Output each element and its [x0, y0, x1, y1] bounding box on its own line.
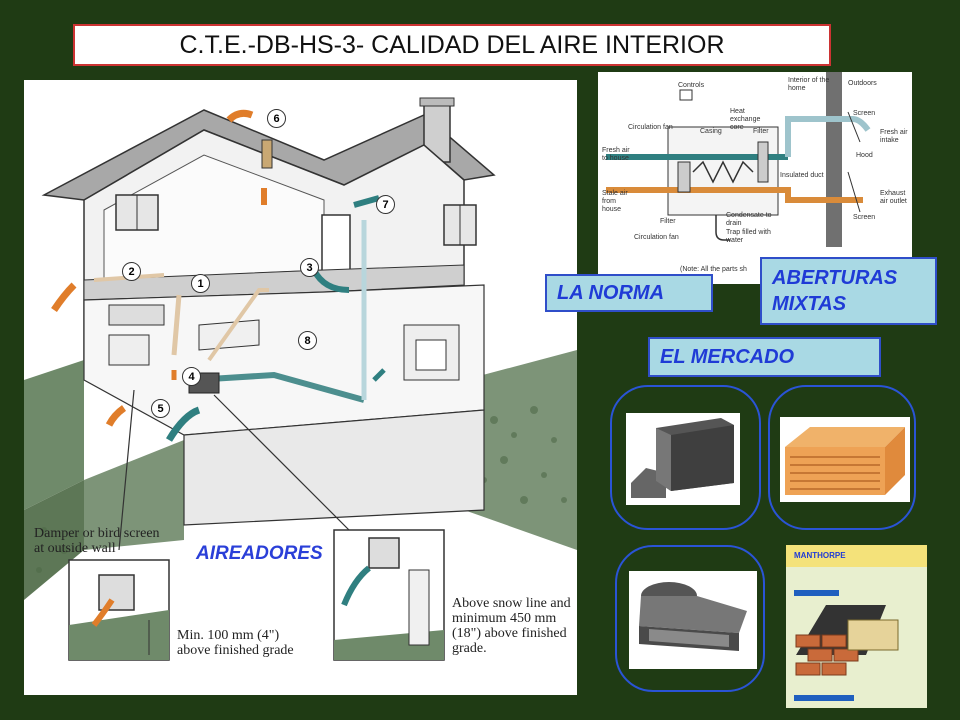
hrv-stale-air-label: Stale air from house	[602, 190, 628, 213]
house-illustration	[24, 97, 577, 661]
hrv-heat-exchange-label: Heat exchange core	[730, 108, 761, 131]
product-duct-adapter	[610, 385, 761, 530]
callout-badge-4: 4	[182, 367, 201, 386]
hrv-hood-label: Hood	[856, 152, 873, 159]
la-norma-label: LA NORMA	[545, 274, 713, 312]
hrv-illustration	[606, 72, 871, 247]
hrv-trap-label: Trap filled with water	[726, 229, 771, 244]
el-mercado-label: EL MERCADO	[648, 337, 881, 377]
aberturas-mixtas-label: ABERTURAS MIXTAS	[760, 257, 937, 325]
callout-badge-5: 5	[151, 399, 170, 418]
hrv-condensate-label: Condensate to drain	[726, 212, 772, 227]
hrv-fresh-intake-label: Fresh air intake	[880, 129, 908, 144]
brochure-image	[786, 545, 927, 708]
hrv-screen-bottom-label: Screen	[853, 214, 876, 221]
hrv-controls-label: Controls	[678, 82, 705, 89]
brochure-brand: MANTHORPE	[794, 551, 846, 560]
aireadores-label: AIREADORES	[196, 543, 323, 564]
hrv-interior-label: Interior of the home	[788, 77, 830, 92]
callout-badge-7: 7	[376, 195, 395, 214]
min-height-callout: Min. 100 mm (4") above finished grade	[177, 628, 294, 658]
hrv-screen-top-label: Screen	[853, 110, 876, 117]
hrv-outdoors-label: Outdoors	[848, 80, 877, 87]
callout-badge-8: 8	[298, 331, 317, 350]
callout-badge-2: 2	[122, 262, 141, 281]
hrv-filter-top-label: Filter	[753, 128, 769, 135]
callout-badge-6: 6	[267, 109, 286, 128]
duct-adapter-image	[631, 418, 734, 498]
hrv-casing-label: Casing	[700, 128, 722, 135]
terracotta-vent-image	[785, 427, 905, 495]
product-terracotta-vent	[768, 385, 916, 530]
hrv-exhaust-label: Exhaust air outlet	[880, 190, 907, 205]
damper-callout: Damper or bird screen at outside wall	[34, 526, 160, 556]
hrv-circulation-fan-bottom-label: Circulation fan	[634, 234, 679, 241]
slide-title: C.T.E.-DB-HS-3- CALIDAD DEL AIRE INTERIO…	[73, 24, 831, 66]
hrv-insulated-duct-label: Insulated duct	[780, 172, 824, 179]
product-plastic-vent	[615, 545, 765, 692]
callout-badge-1: 1	[191, 274, 210, 293]
hrv-circulation-fan-top-label: Circulation fan	[628, 124, 673, 131]
callout-badge-3: 3	[300, 258, 319, 277]
product-brochure: MANTHORPE	[786, 545, 927, 708]
plastic-vent-image	[639, 582, 747, 651]
house-ventilation-diagram: 1 2 3 4 5 6 7 8 Damper or bird screen at…	[24, 80, 577, 695]
hrv-note-label: (Note: All the parts sh	[680, 266, 747, 273]
hrv-fresh-to-house-label: Fresh air to house	[602, 147, 630, 162]
hrv-filter-bottom-label: Filter	[660, 218, 676, 225]
snow-line-callout: Above snow line and minimum 450 mm (18")…	[452, 596, 571, 656]
hrv-diagram: Controls Interior of the home Outdoors H…	[598, 72, 912, 284]
